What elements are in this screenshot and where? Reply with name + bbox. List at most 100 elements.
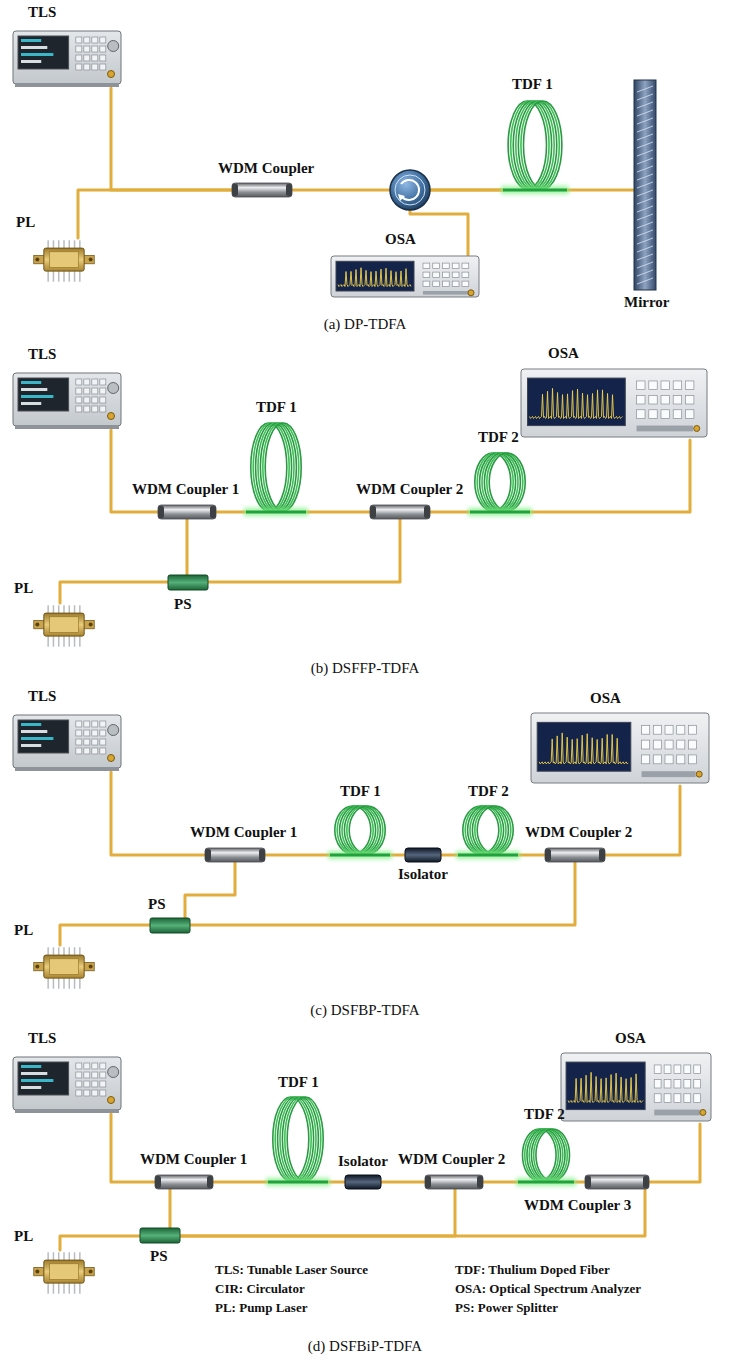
coupler-body	[425, 1175, 483, 1189]
fiber-turn	[536, 1129, 570, 1181]
instrument-key	[84, 739, 90, 745]
screen-line	[21, 46, 47, 49]
instrument-key	[654, 1094, 661, 1103]
fiber-link	[60, 925, 150, 945]
instrument-key	[100, 1072, 106, 1078]
screen-line	[21, 744, 41, 747]
splitter-body	[150, 918, 190, 933]
port-strip	[637, 426, 693, 432]
fiber-link	[567, 189, 634, 192]
instrument-key	[654, 1079, 661, 1088]
coupler-end	[545, 849, 551, 861]
instrument-key	[664, 1065, 671, 1074]
component-label: PL	[16, 214, 35, 230]
fiber-link	[111, 1114, 155, 1182]
splitter-body	[168, 575, 208, 590]
mirror-hatch	[637, 230, 653, 236]
abbreviation-note: CIR: Circulator	[215, 1281, 305, 1297]
coupler-end	[585, 1176, 591, 1188]
laser-pin	[69, 978, 71, 989]
laser-lid	[50, 959, 79, 975]
component-label: TDF 1	[278, 1074, 319, 1090]
mirror-hatch	[637, 166, 653, 172]
optical-port	[468, 290, 474, 296]
instrument-key	[76, 1090, 82, 1096]
mirror-hatch	[637, 94, 653, 100]
laser-pin	[53, 240, 55, 248]
instrument-key	[637, 410, 645, 419]
instrument-key	[677, 725, 685, 734]
instrument-key	[76, 730, 82, 736]
component-label: PS	[150, 1248, 168, 1264]
instrument-key	[462, 281, 469, 286]
device-drawing	[345, 1175, 381, 1189]
instrument-key	[653, 755, 661, 764]
fiber-link	[530, 440, 690, 512]
laser-pin	[69, 947, 71, 955]
laser-pin	[47, 947, 49, 955]
coupler-end	[643, 1176, 649, 1188]
screen-line	[21, 1086, 41, 1089]
instrument-body	[331, 256, 479, 297]
laser-pin	[79, 947, 81, 955]
doped-fiber	[330, 853, 390, 856]
mirror-hatch	[637, 190, 653, 196]
instrument-key	[684, 1094, 691, 1103]
spectrum-trace	[338, 268, 411, 287]
laser-package	[44, 248, 84, 271]
fiber-link	[180, 1189, 645, 1236]
fiber-link	[381, 1181, 425, 1184]
circulator-arrow-head	[398, 194, 405, 201]
instrument-key	[688, 725, 696, 734]
laser-pin	[58, 947, 60, 955]
wdm-coupler: WDM Coupler 3	[585, 1175, 649, 1189]
component-label: TLS	[28, 1030, 56, 1046]
spectrum-analyzer: OSA	[330, 255, 480, 300]
instrument-key	[642, 725, 650, 734]
laser-source: TLS	[12, 370, 122, 430]
power-splitter: PS	[168, 575, 208, 590]
instrument-base	[15, 83, 119, 87]
fiber-turn	[347, 806, 383, 854]
fiber-link	[60, 1236, 140, 1250]
laser-pin	[69, 605, 71, 613]
laser-package	[44, 1260, 84, 1283]
figure-caption: (c) DSFBP-TDFA	[310, 1002, 419, 1019]
instrument-key	[76, 55, 82, 61]
device-drawing	[232, 183, 292, 197]
component-label: TDF 1	[340, 783, 381, 799]
isolator-body	[405, 848, 441, 862]
fiber-turn	[521, 101, 559, 189]
laser-lid	[50, 252, 79, 268]
laser-pin	[74, 271, 76, 282]
component-label: TDF 1	[512, 76, 553, 92]
coupler-end	[425, 1176, 431, 1188]
laser-pin	[74, 605, 76, 613]
mount-hole	[35, 965, 39, 969]
mount-hole	[89, 965, 93, 969]
instrument-key	[100, 55, 106, 61]
doped-fiber	[470, 510, 530, 513]
instrument-body	[13, 31, 121, 84]
circulator-rim	[395, 175, 425, 205]
screen-line	[21, 1072, 47, 1075]
component-label: PL	[14, 922, 33, 938]
mirror-hatch	[637, 142, 653, 148]
instrument-base	[15, 1109, 119, 1113]
device-drawing	[28, 238, 100, 284]
screen-line	[21, 723, 41, 726]
device-drawing	[503, 100, 567, 194]
optical-port	[108, 71, 115, 78]
screen-line	[21, 39, 41, 42]
instrument-key	[92, 406, 98, 412]
component-label: OSA	[548, 345, 579, 361]
instrument-key	[92, 721, 98, 727]
screen-line	[21, 60, 41, 63]
mirror-hatch	[637, 86, 653, 92]
mirror-hatch	[637, 102, 653, 108]
wdm-coupler: WDM Coupler 1	[205, 848, 265, 862]
instrument-knob	[108, 725, 119, 736]
wdm-coupler: WDM Coupler 1	[158, 505, 216, 519]
laser-pin	[79, 636, 81, 647]
mount-hole	[35, 623, 39, 627]
